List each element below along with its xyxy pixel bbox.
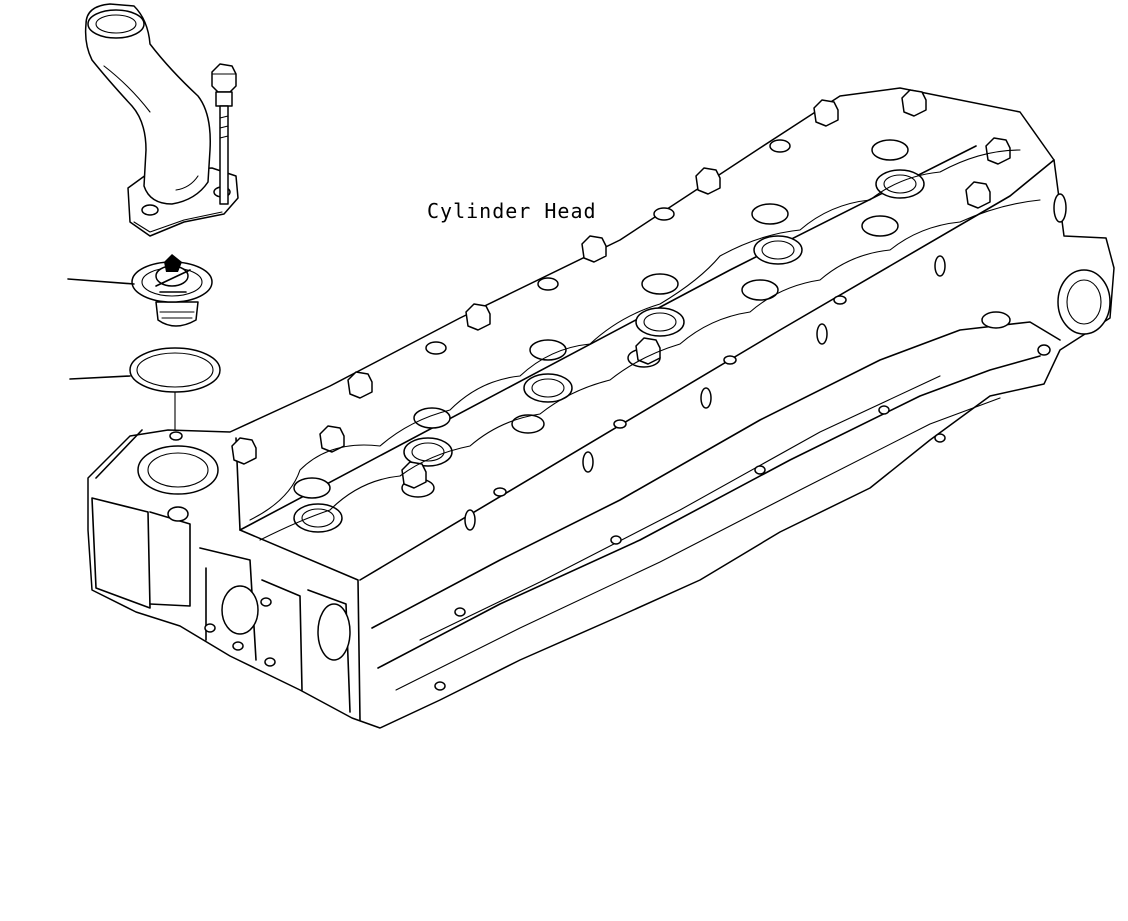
head-bolts — [231, 89, 1011, 489]
gasket-ring — [69, 347, 221, 437]
small-holes — [425, 139, 946, 691]
gasket-leader-line — [69, 375, 131, 380]
bolt — [211, 63, 237, 205]
thermostat — [67, 254, 213, 327]
cylinder-head-label: Cylinder Head — [427, 199, 597, 223]
water-outlet-elbow — [84, 3, 239, 237]
thermostat-leader-line — [67, 278, 135, 285]
cylinder-head — [87, 87, 1115, 729]
